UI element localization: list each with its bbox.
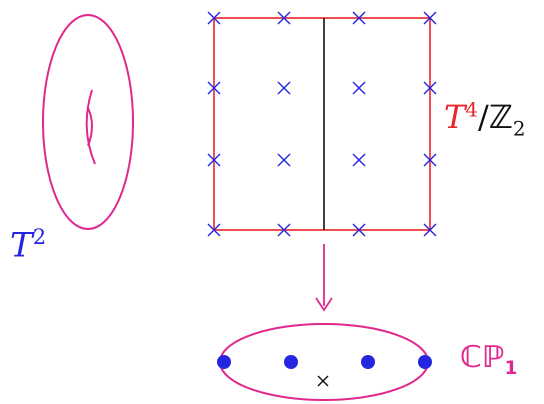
arrow-head — [315, 297, 333, 312]
filled-dot-icon — [217, 355, 231, 369]
cross-icon — [277, 11, 291, 25]
fixed-point-grid — [207, 11, 437, 237]
quotient-label-group: ℤ — [488, 98, 513, 136]
torus-inner-hole-right — [87, 107, 93, 147]
projection-arrow — [315, 244, 333, 312]
cross-icon — [207, 153, 221, 167]
cp1-sphere — [217, 323, 432, 401]
torus-inner-hole-left — [85, 89, 96, 165]
cross-icon — [423, 11, 437, 25]
quotient-label-base: T — [444, 98, 466, 136]
cross-icon — [352, 223, 366, 237]
torus-label-sup: 2 — [32, 224, 47, 249]
cross-icon — [277, 81, 291, 95]
quotient-square — [213, 17, 431, 231]
cross-icon — [277, 153, 291, 167]
torus-outer-ring — [42, 14, 134, 230]
cross-icon — [207, 81, 221, 95]
quotient-label-sup: 4 — [465, 98, 478, 122]
torus-label: T2 — [10, 224, 46, 265]
cross-icon — [207, 223, 221, 237]
torus-label-base: T — [10, 225, 33, 266]
cross-icon — [423, 153, 437, 167]
sphere-outline — [219, 323, 429, 401]
cross-icon — [352, 81, 366, 95]
quotient-label-slash: / — [477, 98, 489, 136]
projective-label: ℂℙ1 — [460, 340, 517, 379]
torus-t2 — [42, 14, 134, 230]
cross-icon — [352, 11, 366, 25]
filled-dot-icon — [284, 355, 298, 369]
cross-icon — [317, 375, 329, 387]
filled-dot-icon — [418, 355, 432, 369]
filled-dot-icon — [361, 355, 375, 369]
quotient-label-sub: 2 — [512, 117, 526, 141]
projective-label-sub: 1 — [504, 358, 518, 379]
cross-icon — [277, 223, 291, 237]
quotient-label: T4/ℤ2 — [444, 98, 526, 140]
square-boundary — [213, 17, 431, 231]
cross-icon — [423, 81, 437, 95]
cross-icon — [207, 11, 221, 25]
cross-icon — [352, 153, 366, 167]
cross-icon — [423, 223, 437, 237]
projective-label-base: ℂℙ — [460, 340, 505, 375]
